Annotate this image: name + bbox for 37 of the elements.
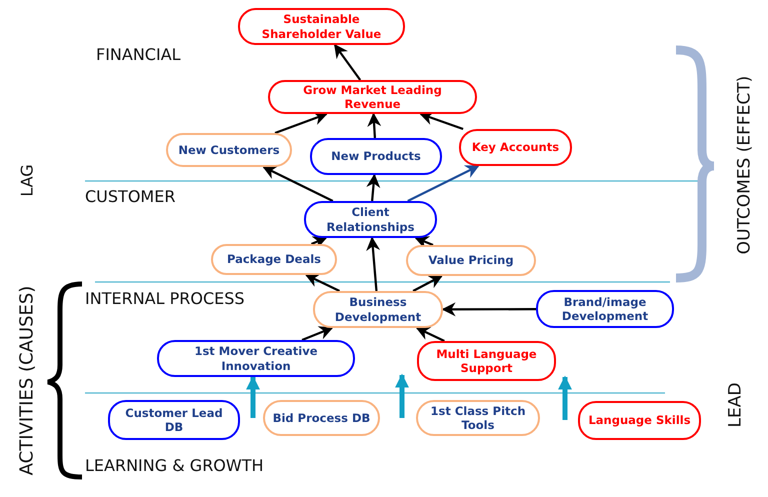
goal-box: Package Deals [211, 244, 337, 275]
goal-box: Key Accounts [459, 129, 572, 166]
arrow [304, 274, 340, 292]
side-label: OUTCOMES (EFFECT) [734, 76, 754, 254]
side-label: LEAD [724, 382, 745, 428]
section-label: FINANCIAL [96, 45, 181, 64]
arrow [407, 165, 480, 202]
goal-box: New Products [310, 138, 442, 175]
arrow [367, 112, 382, 138]
arrow [366, 236, 380, 292]
goal-box: Client Relationships [304, 201, 437, 238]
arrow [366, 174, 380, 202]
goal-box: New Customers [166, 133, 292, 167]
side-label: LAG [18, 164, 37, 196]
goal-box: Sustainable Shareholder Value [238, 8, 405, 45]
arrow [262, 166, 334, 202]
goal-box: Brand/image Development [536, 290, 674, 328]
section-label: LEARNING & GROWTH [85, 456, 264, 475]
goal-box: Multi Language Support [417, 341, 556, 381]
arrow [419, 112, 464, 130]
arrow [412, 275, 443, 292]
goal-box: Customer Lead DB [108, 400, 240, 440]
section-label: INTERNAL PROCESS [85, 289, 245, 308]
goal-box: 1st Class Pitch Tools [416, 400, 540, 436]
goal-box: 1st Mover Creative Innovation [157, 340, 355, 377]
arrow [334, 44, 362, 81]
arrow [416, 327, 445, 342]
arrow [442, 302, 536, 316]
goal-box: Language Skills [578, 401, 701, 440]
goal-box: Value Pricing [406, 245, 536, 276]
arrow [302, 326, 334, 342]
arrow [274, 112, 328, 134]
goal-box: Bid Process DB [263, 400, 380, 436]
goal-box: Business Development [313, 291, 443, 328]
goal-box: Grow Market Leading Revenue [268, 80, 477, 114]
side-label: ACTIVITIES (CAUSES) [16, 285, 38, 475]
section-label: CUSTOMER [85, 187, 176, 206]
